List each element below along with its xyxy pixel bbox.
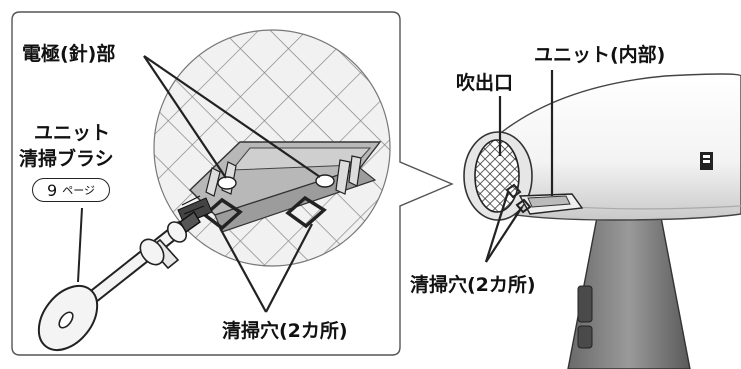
- outlet-mesh: [474, 139, 520, 213]
- cleaning-holes-left-label: 清掃穴(2カ所): [222, 320, 348, 342]
- zoom-circle: [153, 29, 391, 267]
- dryer-body: [491, 73, 741, 221]
- sharp-logo: [700, 152, 713, 170]
- brush-leader-line: [77, 207, 83, 283]
- electrode-label: 電極(針)部: [22, 43, 116, 65]
- page-unit: ページ: [62, 184, 95, 197]
- brush-label-line2: 清掃ブラシ: [19, 148, 114, 170]
- unit-internal: [518, 193, 584, 215]
- unit-internal-label: ユニット(内部): [534, 44, 666, 66]
- page-reference-badge[interactable]: 9 ページ: [32, 178, 110, 202]
- outlet-label: 吹出口: [456, 72, 514, 94]
- electrode-pins: [205, 155, 362, 197]
- cleaning-holes-right-label: 清掃穴(2カ所): [410, 274, 536, 296]
- page-number: 9: [47, 180, 58, 200]
- hair-dryer: [463, 73, 741, 369]
- brush-label-line1: ユニット: [34, 122, 111, 144]
- left-hole-leader-lines: [219, 223, 313, 313]
- cleaning-brush: [37, 210, 201, 351]
- right-hole-leader-lines: [484, 191, 523, 263]
- electrode-leader-lines: [143, 55, 321, 179]
- cleaning-hole-marks: [202, 195, 327, 231]
